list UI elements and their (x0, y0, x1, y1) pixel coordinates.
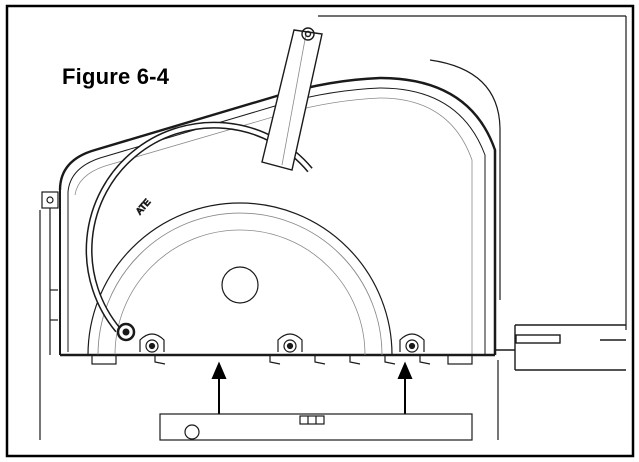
bolt-center (277, 333, 303, 353)
left-mount-bracket (39, 191, 59, 440)
spirit-level (159, 413, 473, 441)
lever-arm (261, 27, 323, 171)
right-base-plate (495, 324, 626, 371)
level-vial-icon (299, 415, 325, 425)
arrow-right (397, 361, 413, 414)
svg-text:ATE: ATE (134, 197, 152, 216)
level-arrows (211, 361, 413, 414)
figure-label: Figure 6-4 (62, 64, 170, 89)
level-hole-icon (184, 424, 200, 440)
back-plate (318, 15, 627, 330)
bolt-left (139, 333, 165, 353)
winch-housing (58, 76, 497, 357)
bolt-right (399, 333, 425, 353)
arrow-left (211, 361, 227, 414)
outer-border (5, 4, 635, 458)
base-feet (91, 354, 473, 365)
mounting-bolts (139, 333, 425, 353)
drum-assembly: ATE (85, 121, 393, 356)
